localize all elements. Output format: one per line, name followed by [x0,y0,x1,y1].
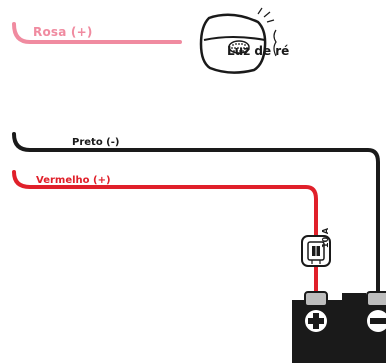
reverse-light-label: Luz de ré [227,44,290,58]
battery-icon [292,291,386,363]
red-wire [12,170,318,314]
fuse-rating-label: 10 A [321,227,330,248]
black-wire [12,132,380,314]
pink-wire-label: Rosa (+) [33,25,93,39]
fuse-icon [301,235,331,267]
black-wire-label: Preto (-) [72,137,120,148]
minus-terminal-icon [367,310,386,332]
pink-wire [12,22,182,44]
red-wire-label: Vermelho (+) [36,175,111,186]
reverse-light-lamp-icon [199,7,277,74]
plus-terminal-icon [305,310,327,332]
